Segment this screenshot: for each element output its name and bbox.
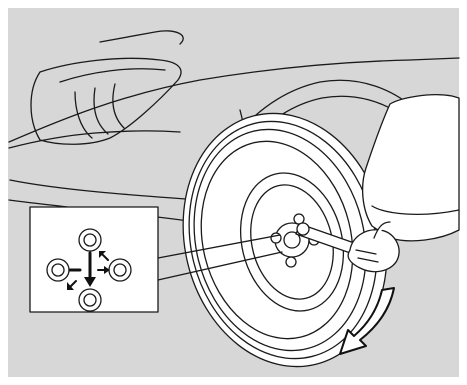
inset-nut-left <box>47 259 69 281</box>
inset-nut-bottom <box>79 289 101 311</box>
lug-nut <box>286 257 296 267</box>
inset-nut-top <box>79 229 101 251</box>
inset-nut-right <box>109 259 131 281</box>
